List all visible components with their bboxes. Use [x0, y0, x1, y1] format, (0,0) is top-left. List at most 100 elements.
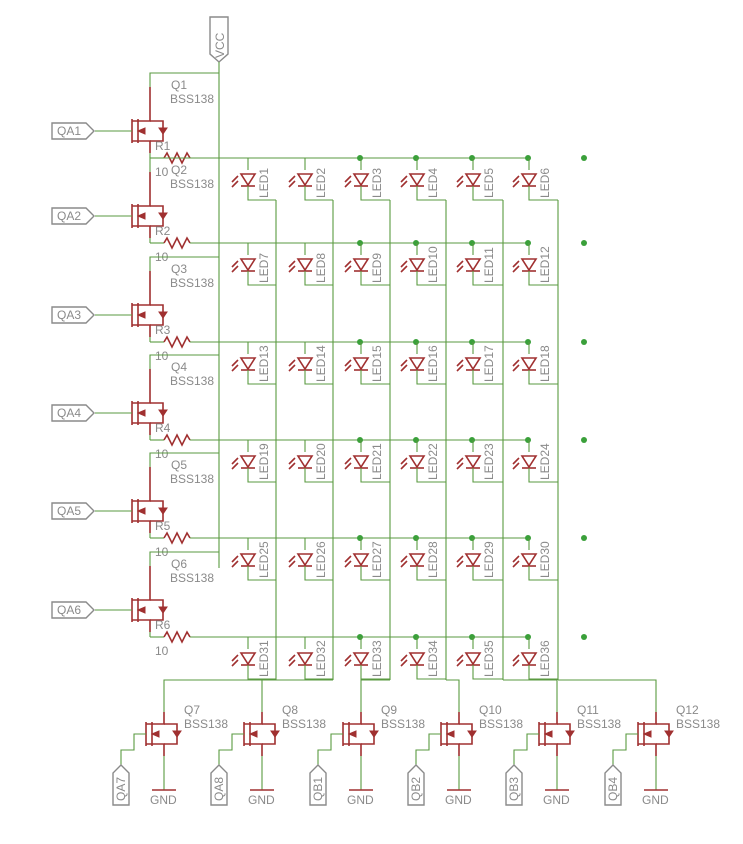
resistor-zigzag: [163, 433, 191, 447]
ground-label: GND: [543, 793, 570, 807]
led-cathode-wire: [472, 370, 503, 385]
led-triangle: [296, 173, 314, 187]
led-label: LED2: [314, 168, 328, 198]
mosfet-arrow: [642, 730, 652, 738]
column-to-driver-wire: [558, 679, 657, 712]
junction-dot: [469, 634, 475, 640]
led-triangle: [520, 652, 538, 666]
led-cathode-wire: [304, 566, 333, 581]
row-input-port: QA4: [51, 404, 95, 422]
led-cathode-wire: [304, 665, 333, 680]
led-ray: [344, 654, 352, 662]
led-ray: [344, 180, 352, 188]
led-ray: [231, 555, 239, 563]
led-ray: [456, 260, 464, 268]
led-ray: [400, 654, 408, 662]
led-led18: LED18: [512, 342, 558, 385]
led-ray: [456, 462, 464, 470]
transistor-part: BSS138: [282, 717, 326, 731]
junction-dot: [581, 634, 587, 640]
led-led1: LED1: [231, 158, 276, 201]
junction-dot: [581, 240, 587, 246]
transistor-name: Q2: [171, 163, 187, 177]
transistor-name: Q9: [381, 703, 397, 717]
led-ray: [231, 560, 239, 568]
led-triangle: [352, 173, 370, 187]
mosfet-arrow: [347, 730, 357, 738]
led-ray: [512, 560, 520, 568]
led-ray: [400, 180, 408, 188]
led-ray: [512, 265, 520, 273]
led-led16: LED16: [400, 342, 446, 385]
led-ray: [456, 654, 464, 662]
junction-dot: [357, 634, 363, 640]
ground-label: GND: [347, 793, 374, 807]
led-ray: [288, 659, 296, 667]
mosfet-drain-lead: [146, 712, 165, 725]
mosfet-drain-lead: [244, 712, 263, 725]
led-ray: [456, 659, 464, 667]
column-input-port: QB1: [309, 764, 327, 806]
junction-dot: [357, 240, 363, 246]
led-cathode-wire: [416, 271, 446, 286]
led-cathode-wire: [247, 468, 276, 483]
transistor-part: BSS138: [170, 92, 214, 106]
mosfet-drain-lead: [132, 271, 151, 306]
led-cathode-wire: [360, 468, 390, 483]
led-ray: [512, 364, 520, 372]
led-ray: [231, 260, 239, 268]
led-label: LED23: [482, 443, 496, 480]
input-port-outline: [505, 764, 523, 806]
input-port-outline: [604, 764, 622, 806]
mosfet-drain-lead: [132, 172, 151, 207]
led-triangle: [239, 173, 257, 187]
led-led5: LED5: [456, 158, 503, 201]
led-triangle: [520, 258, 538, 272]
vcc-label: VCC: [213, 32, 227, 58]
column-to-driver-wire: [163, 679, 276, 712]
led-triangle: [352, 357, 370, 371]
led-led36: LED36: [512, 637, 558, 680]
junction-dot: [525, 339, 531, 345]
mosfet-drain-lead: [539, 712, 558, 725]
junction-dot: [581, 535, 587, 541]
led-cathode-wire: [528, 468, 558, 483]
led-led3: LED3: [344, 158, 390, 201]
junction-dot: [357, 437, 363, 443]
led-led31: LED31: [231, 637, 276, 680]
led-label: LED10: [426, 246, 440, 283]
transistor-name: Q5: [171, 458, 187, 472]
led-ray: [288, 654, 296, 662]
junction-dot: [413, 535, 419, 541]
led-triangle: [239, 455, 257, 469]
led-led30: LED30: [512, 538, 558, 581]
led-cathode-wire: [304, 468, 333, 483]
led-ray: [344, 457, 352, 465]
led-label: LED11: [482, 247, 496, 283]
resistor-value: 10: [155, 447, 169, 461]
led-cathode-wire: [472, 271, 503, 286]
gate-wire: [612, 733, 638, 765]
led-triangle: [408, 652, 426, 666]
led-ray: [400, 175, 408, 183]
led-ray: [288, 457, 296, 465]
mosfet-drain-lead: [638, 712, 657, 725]
led-cathode-wire: [416, 468, 446, 483]
led-cathode-wire: [360, 186, 390, 201]
led-label: LED30: [538, 541, 552, 578]
led-ray: [231, 462, 239, 470]
body-diode: [664, 730, 674, 738]
led-ray: [400, 359, 408, 367]
led-cathode-wire: [528, 271, 558, 286]
led-label: LED4: [426, 168, 440, 198]
input-port-outline: [51, 306, 95, 324]
resistor-name: R5: [155, 519, 171, 533]
led-cathode-wire: [247, 271, 276, 286]
mosfet-source-lead: [244, 743, 263, 756]
led-label: LED5: [482, 168, 496, 198]
junction-dot: [357, 155, 363, 161]
